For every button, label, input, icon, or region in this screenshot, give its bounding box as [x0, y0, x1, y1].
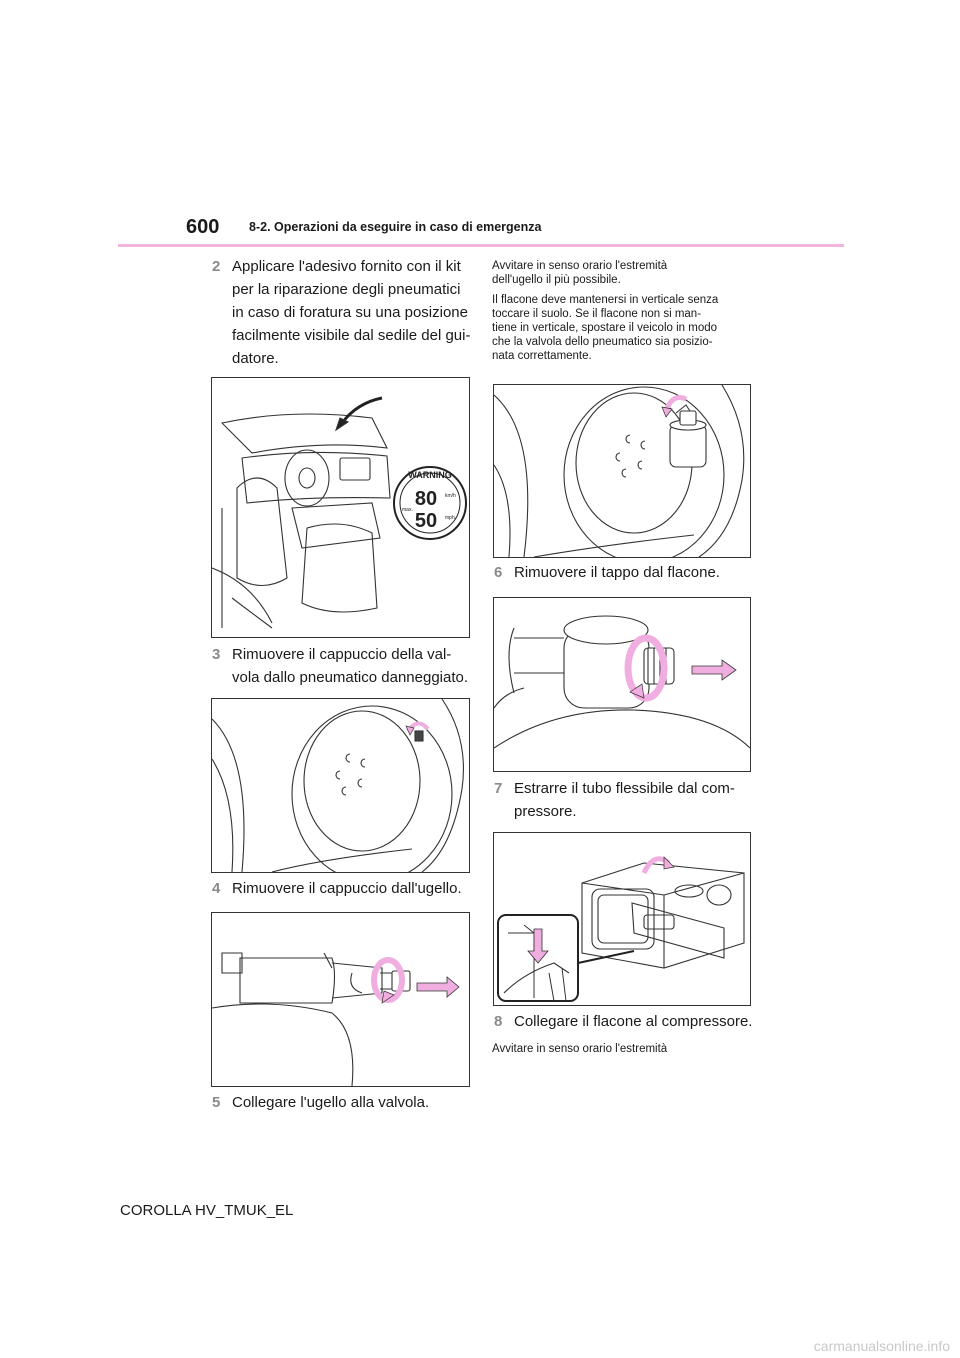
step-7: 7 Estrarre il tubo flessibile dal com- p…	[494, 777, 756, 823]
step-text-line: per la riparazione degli pneumatici	[232, 281, 461, 298]
note-line: dell'ugello il più possibile.	[492, 274, 621, 286]
step-text-line: Collegare il flacone al compressore.	[514, 1013, 753, 1030]
step-6: 6 Rimuovere il tappo dal flacone.	[494, 561, 756, 584]
step-number: 4	[212, 880, 221, 897]
note-bottom: Avvitare in senso orario l'estremità	[492, 1043, 668, 1055]
section-title: 8-2. Operazioni da eseguire in caso di e…	[249, 220, 542, 234]
svg-text:km/h: km/h	[445, 493, 456, 499]
step-4: 4 Rimuovere il cappuccio dall'ugello.	[212, 877, 474, 900]
step-2: 2 Applicare l'adesivo fornito con il kit…	[212, 255, 474, 370]
compressor-illustration	[497, 856, 745, 1002]
note-paragraph: Il flacone deve mantenersi in verticale …	[492, 293, 762, 363]
inset-detail	[497, 914, 635, 1002]
step-text-line: facilmente visibile dal sedile del gui-	[232, 327, 471, 344]
step-text-line: Applicare l'adesivo fornito con il kit	[232, 258, 461, 275]
note-nozzle: Avvitare in senso orario l'estremità del…	[492, 259, 762, 363]
note-line: tiene in verticale, spostare il veicolo …	[492, 322, 718, 334]
step-text-line: Collegare l'ugello alla valvola.	[232, 1094, 430, 1111]
svg-text:50: 50	[415, 510, 437, 532]
step-text-line: Rimuovere il cappuccio dall'ugello.	[232, 880, 462, 897]
step-number: 2	[212, 258, 221, 275]
figure-compressor-hose	[493, 832, 751, 1006]
step-text-line: Rimuovere il cappuccio della val-	[232, 646, 452, 663]
figure-valve-cap	[211, 698, 470, 873]
svg-text:mph: mph	[445, 515, 455, 521]
step-3: 3 Rimuovere il cappuccio della val- vola…	[212, 643, 474, 689]
step-number: 7	[494, 780, 503, 797]
tire-valve-illustration	[212, 699, 464, 872]
note-line: toccare il suolo. Se il flacone non si m…	[492, 308, 702, 320]
step-text-line: Estrarre il tubo flessibile dal com-	[514, 780, 735, 797]
bottle-cap-illustration	[494, 615, 750, 749]
warning-sticker: WARNING 80 50 km/h mph max.	[393, 466, 467, 540]
note-paragraph: Avvitare in senso orario l'estremità del…	[492, 259, 762, 287]
step-number: 6	[494, 564, 503, 581]
step-number: 8	[494, 1013, 503, 1030]
figure-bottle-on-valve	[493, 384, 751, 558]
nozzle-cap-illustration	[212, 952, 460, 1086]
page-number: 600	[186, 216, 220, 238]
step-text-line: datore.	[232, 350, 279, 367]
figure-nozzle-cap	[211, 912, 470, 1087]
svg-text:WARNING: WARNING	[408, 470, 452, 480]
car-interior-illustration: WARNING 80 50 km/h mph max.	[212, 396, 467, 629]
step-number: 5	[212, 1094, 221, 1111]
note-line: Avvitare in senso orario l'estremità	[492, 260, 668, 272]
step-text-line: in caso di foratura su una posizione	[232, 304, 468, 321]
note-line: Il flacone deve mantenersi in verticale …	[492, 294, 719, 306]
note-line: nata correttamente.	[492, 350, 592, 362]
header-divider	[118, 244, 844, 247]
note-line: che la valvola dello pneumatico sia posi…	[492, 336, 713, 348]
watermark-site: carmanualsonline.info	[813, 1338, 950, 1354]
step-8: 8 Collegare il flacone al compressore.	[494, 1010, 756, 1033]
figure-sticker-placement: WARNING 80 50 km/h mph max.	[211, 377, 470, 638]
step-text-line: vola dallo pneumatico danneggiato.	[232, 669, 469, 686]
step-5: 5 Collegare l'ugello alla valvola.	[212, 1091, 474, 1114]
bottle-valve-illustration	[494, 385, 745, 557]
footer-model-code: COROLLA HV_TMUK_EL	[120, 1202, 294, 1219]
figure-bottle-cap	[493, 597, 751, 772]
svg-text:max.: max.	[402, 507, 413, 513]
step-text-line: pressore.	[514, 803, 577, 820]
svg-text:80: 80	[415, 488, 437, 510]
step-text-line: Rimuovere il tappo dal flacone.	[514, 564, 720, 581]
step-number: 3	[212, 646, 221, 663]
